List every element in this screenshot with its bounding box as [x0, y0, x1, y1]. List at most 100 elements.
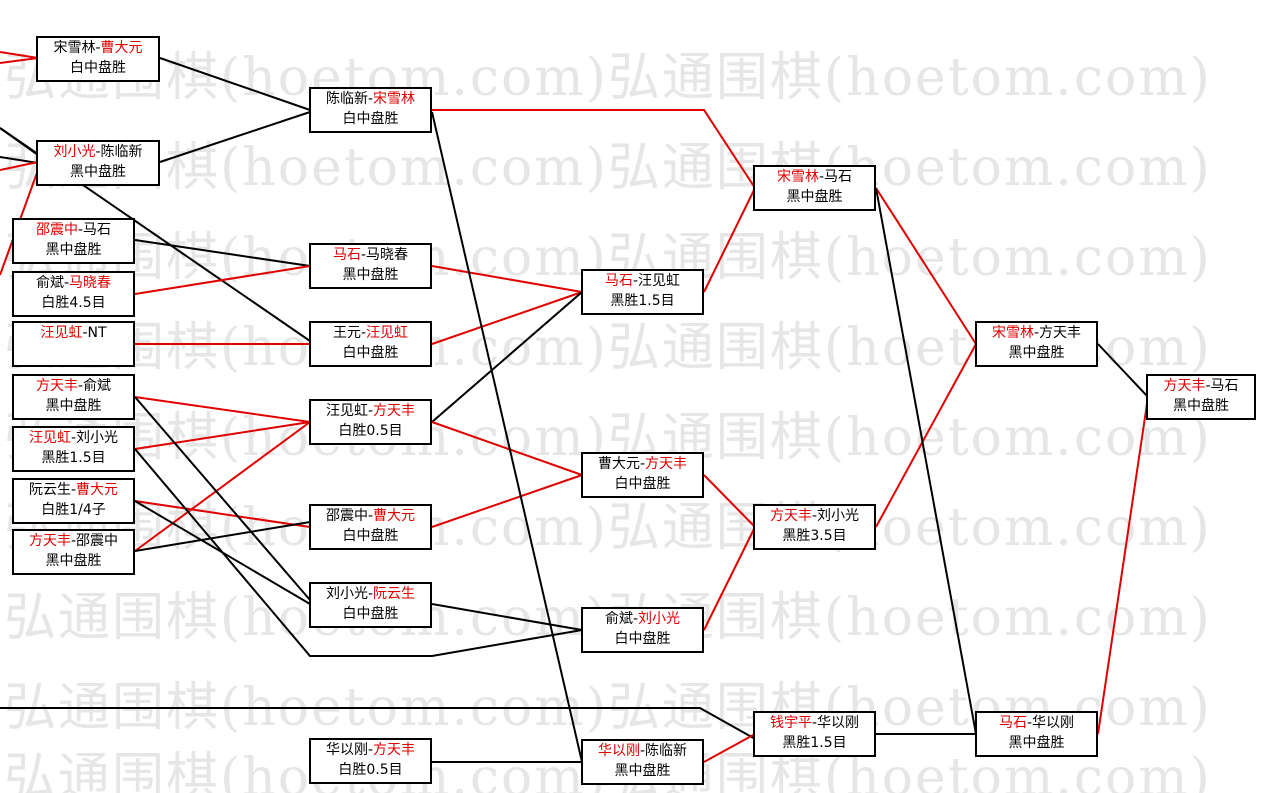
connector-black [431, 603, 583, 631]
connector-red [134, 421, 311, 450]
match-result: 白中盘胜 [614, 631, 671, 647]
player-2-winner: 宋雪林 [373, 91, 416, 107]
connector-red [0, 57, 39, 64]
separator: - [70, 482, 77, 498]
player-1-winner: 马石 [998, 715, 1027, 731]
separator: - [632, 611, 639, 627]
connector-black [159, 111, 311, 163]
player-1-winner: 方天丰 [28, 533, 71, 549]
connector-red [703, 733, 756, 763]
connector-red [431, 265, 583, 293]
match-box-r3-4: 华以刚-陈临新 黑中盘胜 [581, 739, 704, 785]
connector-black [875, 187, 977, 735]
separator: - [367, 403, 374, 419]
match-box-r2-1: 陈临新-宋雪林 白中盘胜 [309, 87, 432, 133]
match-box-r3-1: 马石-汪见虹 黑胜1.5目 [581, 269, 704, 315]
player-1: 俞斌 [35, 275, 64, 291]
connector-red [703, 474, 756, 528]
player-2-winner: 方天丰 [645, 456, 688, 472]
match-result: 白胜0.5目 [338, 423, 403, 439]
player-1-winner: 汪见虹 [40, 325, 83, 341]
separator: - [811, 715, 818, 731]
player-2-winner: 马晓春 [69, 275, 112, 291]
player-2-winner: 阮云生 [373, 586, 416, 602]
separator: - [367, 586, 374, 602]
separator: - [367, 742, 374, 758]
player-1-winner: 宋雪林 [991, 325, 1034, 341]
connector-red [875, 187, 977, 345]
separator: - [639, 743, 646, 759]
player-1: 宋雪林 [53, 40, 96, 56]
separator: - [1026, 715, 1033, 731]
player-2-winner: 方天丰 [373, 742, 416, 758]
connector-black [431, 111, 583, 763]
match-result: 黑中盘胜 [1008, 735, 1065, 751]
match-result: 白中盘胜 [70, 60, 126, 76]
player-1-winner: 方天丰 [1163, 378, 1206, 394]
match-box-r1-1: 宋雪林-曹大元 白中盘胜 [36, 36, 160, 82]
match-result: 白胜1/4子 [41, 502, 106, 518]
separator: - [632, 273, 639, 289]
match-box-r2-6: 刘小光-阮云生 白中盘胜 [309, 582, 432, 628]
match-result: 白胜0.5目 [338, 762, 403, 778]
match-result: 黑胜1.5目 [782, 735, 847, 751]
player-2: 马石 [824, 169, 853, 185]
separator: - [360, 247, 367, 263]
match-box-r1-7: 汪见虹-刘小光 黑胜1.5目 [12, 426, 135, 472]
player-2-winner: 方天丰 [373, 403, 416, 419]
separator: - [70, 533, 77, 549]
player-2: 马石 [1210, 378, 1239, 394]
player-1: 汪见虹 [325, 403, 368, 419]
connector-red [431, 291, 583, 345]
match-result: 黑中盘胜 [1008, 345, 1065, 361]
connector-red [134, 500, 311, 528]
connector-black [134, 448, 583, 657]
match-box-r1-8: 阮云生-曹大元 白胜1/4子 [12, 478, 135, 524]
player-2: 马晓春 [366, 247, 409, 263]
connector-red [134, 421, 311, 552]
match-result: 黑中盘胜 [45, 398, 102, 414]
player-1: 阮云生 [28, 482, 71, 498]
player-2: 陈临新 [100, 144, 143, 160]
player-1: 邵震中 [325, 508, 368, 524]
connector-black [0, 707, 758, 741]
separator: - [360, 325, 367, 341]
player-1-winner: 汪见虹 [28, 430, 71, 446]
match-box-r4-3: 钱宇平-华以刚 黑胜1.5目 [753, 711, 876, 757]
separator: - [811, 508, 818, 524]
connector-black [134, 396, 311, 601]
player-2: 汪见虹 [638, 273, 681, 289]
match-box-r2-2: 马石-马晓春 黑中盘胜 [309, 243, 432, 289]
connector-red [875, 343, 977, 528]
connector-red [431, 421, 583, 476]
player-1-winner: 宋雪林 [776, 169, 819, 185]
player-1: 王元 [332, 325, 361, 341]
separator: - [95, 40, 101, 56]
separator: - [818, 169, 825, 185]
player-2: 陈临新 [645, 743, 688, 759]
separator: - [367, 91, 374, 107]
separator: - [1205, 378, 1211, 394]
match-box-r1-4: 俞斌-马晓春 白胜4.5目 [12, 271, 135, 317]
separator: - [1033, 325, 1040, 341]
match-result: 白中盘胜 [342, 528, 399, 544]
player-2: 华以刚 [1032, 715, 1075, 731]
match-result: 白胜4.5目 [41, 295, 106, 311]
match-result: 白中盘胜 [614, 476, 671, 492]
connector-black [1097, 343, 1149, 398]
player-1-winner: 马石 [332, 247, 361, 263]
connector-red [703, 526, 756, 631]
match-box-r2-5: 邵震中-曹大元 白中盘胜 [309, 504, 432, 550]
match-box-r1-3: 邵震中-马石 黑中盘胜 [12, 218, 135, 264]
match-box-r5-2: 马石-华以刚 黑中盘胜 [975, 711, 1098, 757]
match-result: 黑中盘胜 [342, 267, 399, 283]
player-1-winner: 马石 [604, 273, 633, 289]
player-2: 俞斌 [83, 378, 112, 394]
connector-red [134, 265, 311, 295]
match-box-r4-2: 方天丰-刘小光 黑胜3.5目 [753, 504, 876, 550]
match-box-r4-1: 宋雪林-马石 黑中盘胜 [753, 165, 876, 211]
separator: - [367, 508, 374, 524]
match-result: 黑中盘胜 [614, 763, 671, 779]
match-result: 黑中盘胜 [70, 164, 126, 180]
